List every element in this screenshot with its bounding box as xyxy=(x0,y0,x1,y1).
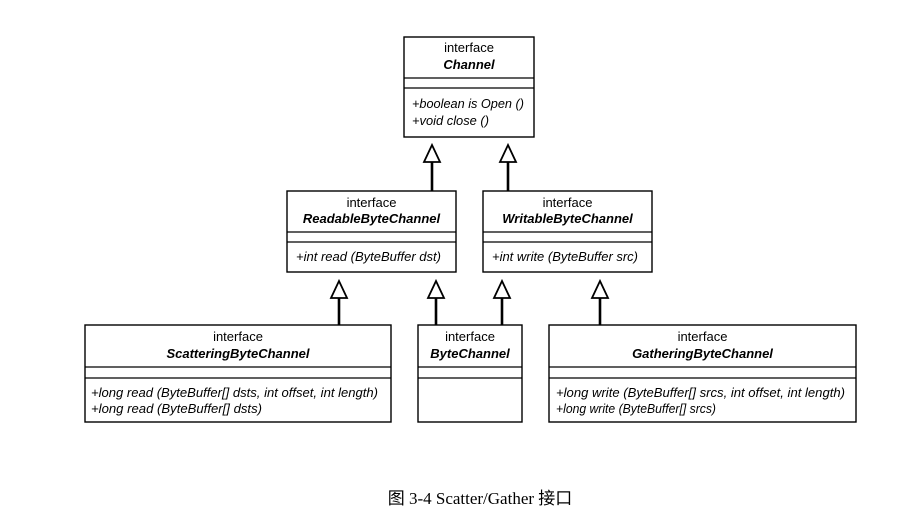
class-byte-channel: interface ByteChannel xyxy=(417,324,523,423)
class-method: +void close () xyxy=(412,113,489,128)
class-box xyxy=(403,36,535,138)
class-stereotype: interface xyxy=(543,195,593,210)
class-method: +boolean is Open () xyxy=(412,96,524,111)
class-method: +long read (ByteBuffer[] dsts) xyxy=(91,401,262,416)
class-stereotype: interface xyxy=(445,329,495,344)
class-stereotype: interface xyxy=(347,195,397,210)
class-method: +int write (ByteBuffer src) xyxy=(492,249,638,264)
class-name: ReadableByteChannel xyxy=(303,211,441,226)
class-method: +long write (ByteBuffer[] srcs, int offs… xyxy=(556,385,845,400)
hollow-triangle-arrowhead xyxy=(498,142,518,163)
class-stereotype: interface xyxy=(678,329,728,344)
generalization-scattering-to-readable xyxy=(329,278,349,325)
figure-caption: 图 3-4 Scatter/Gather 接口 xyxy=(388,489,573,508)
class-readable-byte-channel: interface ReadableByteChannel +int read … xyxy=(286,190,457,273)
generalization-gathering-to-writable xyxy=(590,278,610,325)
class-writable-byte-channel: interface WritableByteChannel +int write… xyxy=(482,190,653,273)
class-box xyxy=(84,324,392,423)
class-box xyxy=(417,324,523,423)
class-method: +int read (ByteBuffer dst) xyxy=(296,249,441,264)
hollow-triangle-arrowhead xyxy=(590,278,610,299)
generalization-bytechannel-to-readable xyxy=(426,278,446,325)
class-stereotype: interface xyxy=(213,329,263,344)
class-name: Channel xyxy=(443,57,495,72)
class-name: GatheringByteChannel xyxy=(632,346,773,361)
class-method: +long read (ByteBuffer[] dsts, int offse… xyxy=(91,385,378,400)
generalization-bytechannel-to-writable xyxy=(492,278,512,325)
class-scattering-byte-channel: interface ScatteringByteChannel +long re… xyxy=(84,324,392,423)
class-method: +long write (ByteBuffer[] srcs) xyxy=(556,401,716,416)
class-gathering-byte-channel: interface GatheringByteChannel +long wri… xyxy=(548,324,857,423)
class-name: ScatteringByteChannel xyxy=(166,346,309,361)
class-stereotype: interface xyxy=(444,40,494,55)
generalization-readable-to-channel xyxy=(422,142,442,191)
hollow-triangle-arrowhead xyxy=(329,278,349,299)
class-channel: interface Channel +boolean is Open () +v… xyxy=(403,36,535,138)
generalization-writable-to-channel xyxy=(498,142,518,191)
hollow-triangle-arrowhead xyxy=(422,142,442,163)
class-name: WritableByteChannel xyxy=(502,211,633,226)
hollow-triangle-arrowhead xyxy=(426,278,446,299)
hollow-triangle-arrowhead xyxy=(492,278,512,299)
class-box xyxy=(548,324,857,423)
class-name: ByteChannel xyxy=(430,346,510,361)
